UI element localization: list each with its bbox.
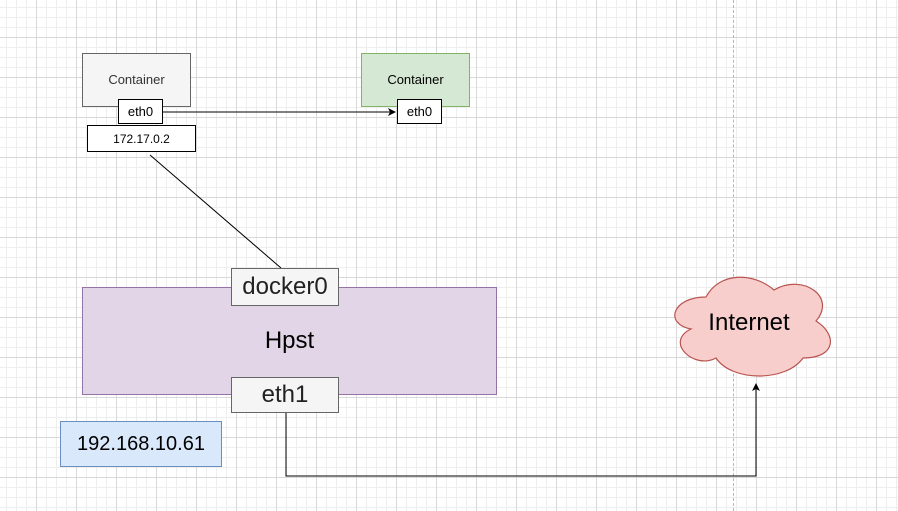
container-node-left[interactable]: Container (82, 53, 191, 107)
container-right-eth0-node[interactable]: eth0 (397, 99, 442, 124)
container-left-ip-label: 172.17.0.2 (113, 131, 170, 146)
container-left-ip-node[interactable]: 172.17.0.2 (87, 125, 196, 152)
host-ip-label: 192.168.10.61 (77, 432, 205, 455)
internet-label: Internet (708, 309, 790, 336)
internet-cloud-node[interactable]: Internet (663, 269, 835, 381)
cloud-icon (674, 276, 831, 377)
eth1-to-internet-edge[interactable] (285, 383, 760, 477)
veth-to-docker0-edge[interactable] (149, 154, 282, 269)
container-left-label: Container (108, 71, 165, 87)
host-label: Hpst (264, 327, 315, 354)
host-eth1-label: eth1 (261, 381, 309, 408)
host-ip-node[interactable]: 192.168.10.61 (60, 421, 222, 467)
container-left-eth0-node[interactable]: eth0 (118, 99, 163, 124)
container-left-eth0-label: eth0 (127, 104, 154, 119)
host-eth1-node[interactable]: eth1 (231, 377, 339, 413)
page-break-line (733, 0, 734, 511)
docker0-label: docker0 (242, 273, 328, 300)
docker0-bridge-node[interactable]: docker0 (231, 268, 339, 306)
container-node-right[interactable]: Container (361, 53, 470, 107)
container-right-label: Container (387, 71, 444, 87)
container-right-eth0-label: eth0 (406, 104, 433, 119)
